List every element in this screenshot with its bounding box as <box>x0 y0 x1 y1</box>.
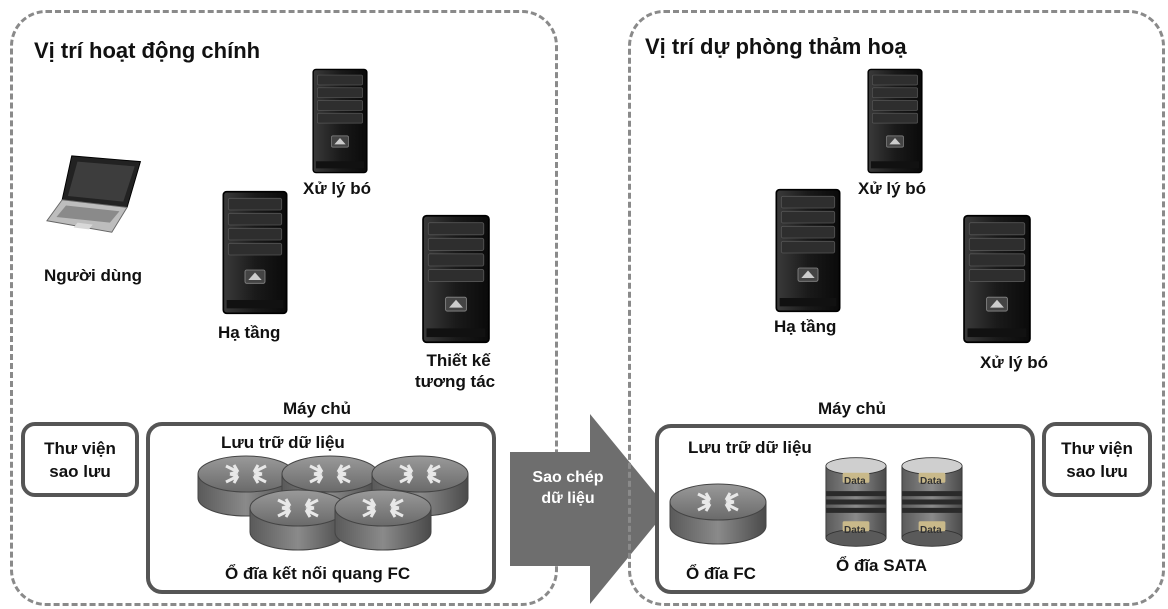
replication-label-line1: Sao chép <box>532 469 604 486</box>
primary-site-panel <box>10 10 558 606</box>
server-design-label-line2: tương tác <box>415 372 496 391</box>
dr-server-infra-label: Hạ tầng <box>774 317 837 336</box>
dr-site-title: Vị trí dự phòng thảm hoạ <box>645 34 907 59</box>
dr-fc-disk-label: Ổ đĩa FC <box>686 564 756 583</box>
dr-servers-group-label: Máy chủ <box>818 399 887 418</box>
server-icon-design <box>415 214 497 344</box>
dr-server-batch-label-right: Xử lý bó <box>980 353 1049 372</box>
server-batch-label: Xử lý bó <box>303 179 372 198</box>
fc-disk-icon-5 <box>333 486 433 556</box>
sata-tag-1-top: Data <box>844 476 866 487</box>
dr-server-icon-batch-top <box>865 68 925 174</box>
primary-site-title: Vị trí hoạt động chính <box>34 38 261 63</box>
server-icon-infra <box>205 190 305 315</box>
replication-label: Sao chép dữ liệu <box>520 467 616 509</box>
laptop-icon <box>45 150 150 240</box>
primary-storage-label: Lưu trữ dữ liệu <box>221 433 345 452</box>
dr-server-icon-infra <box>758 188 858 313</box>
primary-backup-library: Thư viện sao lưu <box>21 422 139 497</box>
fc-disks-label: Ổ đĩa kết nối quang FC <box>225 564 411 583</box>
server-design-label-line1: Thiết kế <box>426 351 491 370</box>
sata-tag-2-top: Data <box>920 476 942 487</box>
server-icon-batch <box>310 68 370 174</box>
primary-backup-library-line2: sao lưu <box>49 461 111 481</box>
sata-disk-label: Ổ đĩa SATA <box>836 556 927 575</box>
dr-storage-label: Lưu trữ dữ liệu <box>688 438 812 457</box>
dr-backup-library-line1: Thư viện <box>1061 438 1133 458</box>
dr-server-icon-batch-right <box>962 214 1032 344</box>
dr-server-batch-label-top: Xử lý bó <box>858 179 927 198</box>
dr-backup-library: Thư viện sao lưu <box>1042 422 1152 497</box>
servers-group-label: Máy chủ <box>283 399 352 418</box>
server-design-label: Thiết kế tương tác <box>415 350 495 392</box>
sata-tag-1-bottom: Data <box>844 525 866 536</box>
server-infra-label: Hạ tầng <box>218 323 281 342</box>
sata-tag-2-bottom: Data <box>920 525 942 536</box>
replication-label-line2: dữ liệu <box>541 490 595 507</box>
dr-backup-library-line2: sao lưu <box>1066 461 1128 481</box>
dr-fc-disk-icon <box>668 480 768 550</box>
primary-backup-library-line1: Thư viện <box>44 438 116 458</box>
dr-site-panel <box>628 10 1165 606</box>
user-label: Người dùng <box>44 266 143 285</box>
